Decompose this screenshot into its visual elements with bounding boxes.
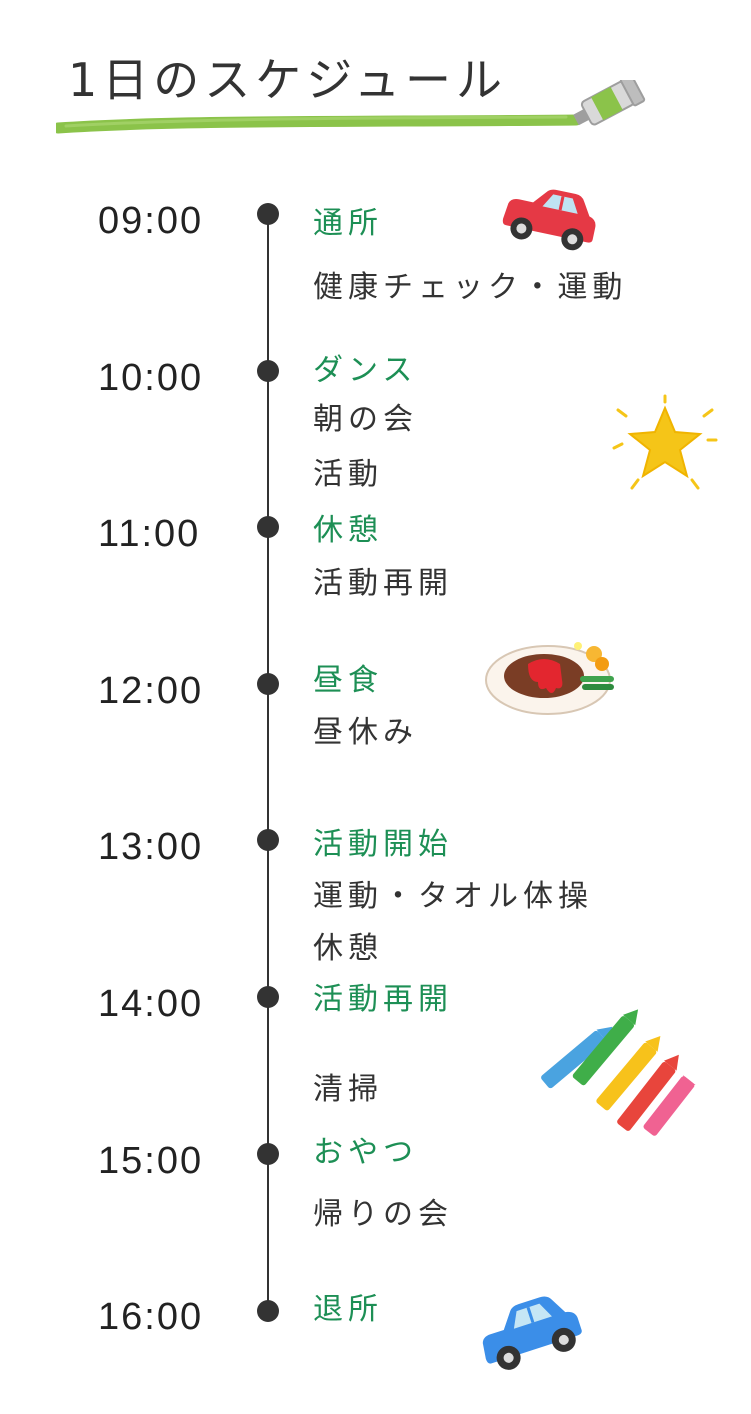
hamburg-steak-plate-icon [485, 642, 614, 715]
event-detail: 帰りの会 [313, 1197, 453, 1232]
event-headline: 休憩 [313, 513, 383, 548]
time-label: 10:00 [98, 357, 204, 399]
paint-tube-underline-icon [56, 80, 646, 134]
red-car-icon [502, 189, 596, 251]
timeline-dot [257, 673, 279, 695]
event-detail: 朝の会 [313, 402, 418, 437]
time-label: 16:00 [98, 1296, 204, 1338]
time-label: 11:00 [98, 513, 201, 555]
event-headline: 退所 [313, 1292, 383, 1327]
event-headline: 活動開始 [313, 827, 453, 862]
timeline-dot [257, 1300, 279, 1322]
event-headline: ダンス [313, 353, 418, 388]
event-detail: 休憩 [313, 931, 383, 966]
time-label: 14:00 [98, 983, 204, 1025]
timeline-dot [257, 516, 279, 538]
timeline-line [267, 213, 269, 1313]
crayons-icon [541, 1009, 696, 1136]
event-detail: 健康チェック・運動 [313, 270, 628, 305]
event-headline: 活動再開 [313, 982, 453, 1017]
timeline-dot [257, 986, 279, 1008]
event-detail: 活動再開 [313, 566, 453, 601]
timeline-dot [257, 360, 279, 382]
time-label: 13:00 [98, 826, 204, 868]
event-detail: 昼休み [313, 715, 418, 750]
star-icon [612, 394, 718, 490]
timeline-dot [257, 1143, 279, 1165]
time-label: 15:00 [98, 1140, 204, 1182]
timeline-dot [257, 203, 279, 225]
blue-car-icon [482, 1296, 582, 1370]
event-headline: 昼食 [313, 663, 383, 698]
time-label: 12:00 [98, 670, 204, 712]
event-headline: おやつ [313, 1135, 418, 1170]
event-detail: 運動・タオル体操 [313, 879, 593, 914]
event-detail: 清掃 [313, 1072, 383, 1107]
event-headline: 通所 [313, 206, 383, 241]
time-label: 09:00 [98, 200, 204, 242]
event-detail: 活動 [313, 457, 383, 492]
timeline-dot [257, 829, 279, 851]
page-title: 1日のスケジュール [68, 53, 508, 107]
